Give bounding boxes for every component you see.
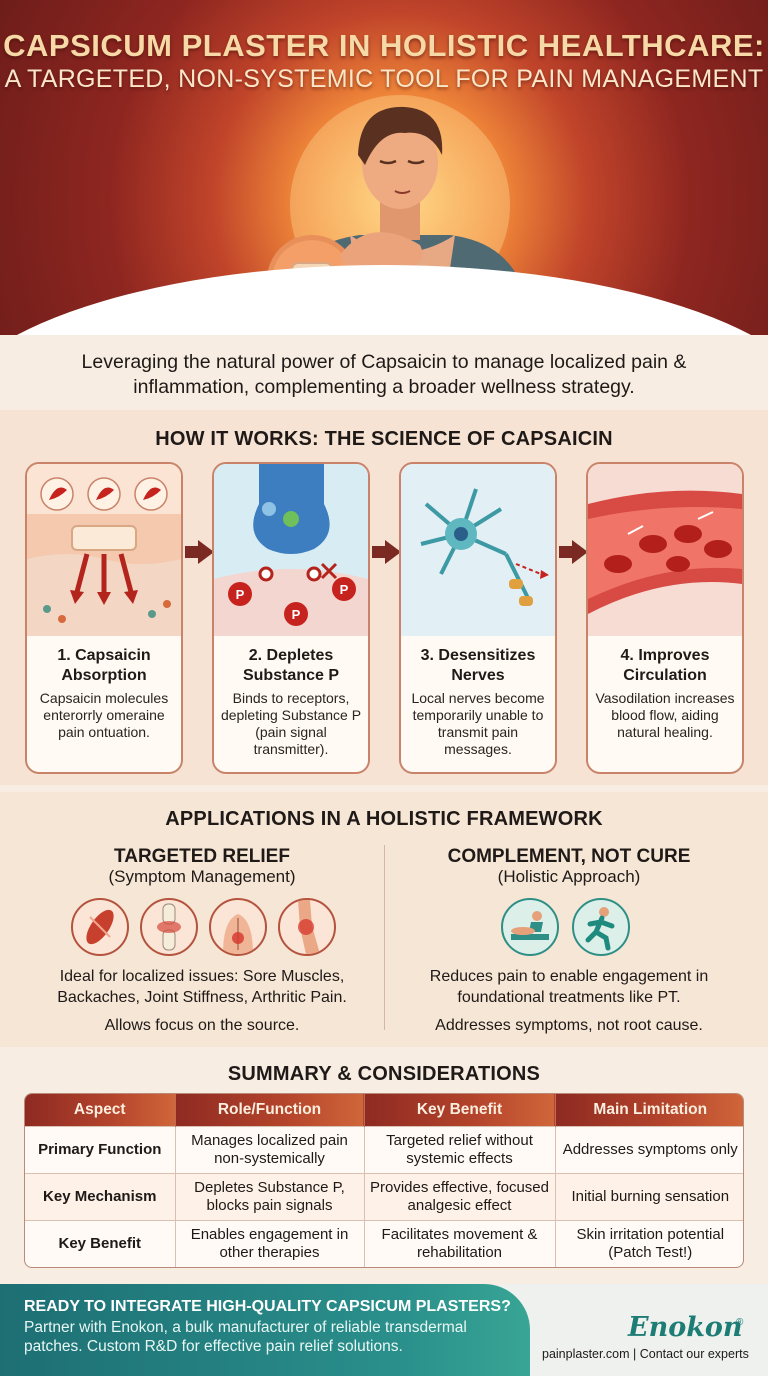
step-text: Capsaicin molecules enterorrly omeraine … [39, 690, 169, 740]
cta-title: READY TO INTEGRATE HIGH-QUALITY CAPSICUM… [24, 1298, 511, 1315]
step-card-desensitize: 3. Desensitizes Nerves Local nerves beco… [399, 462, 557, 774]
page-title: CAPSICUM PLASTER IN HOLISTIC HEALTHCARE: [3, 28, 765, 63]
contact-link[interactable]: painplaster.com | Contact our experts [542, 1347, 749, 1361]
targeted-relief-title: TARGETED RELIEF [114, 846, 290, 867]
brand-registered-mark: ® [736, 1317, 744, 1328]
intro-text: Leveraging the natural power of Capsaici… [81, 351, 687, 398]
table-cell: Primary Function [25, 1125, 176, 1173]
complement-text: Reduces pain to enable engagement in fou… [429, 968, 709, 1006]
hero-curve [0, 265, 768, 335]
table-header: Key Benefit [364, 1094, 556, 1126]
complement-title: COMPLEMENT, NOT CURE [447, 846, 691, 867]
page-subtitle: A TARGETED, NON-SYSTEMIC TOOL FOR PAIN M… [4, 65, 764, 93]
neuron-icon [401, 464, 555, 636]
footer-cta-panel [0, 1284, 530, 1376]
skin-patch-chili-icon [27, 464, 181, 636]
knee-joint-icon [140, 898, 198, 956]
step-text: Vasodilation increases blood flow, aidin… [595, 690, 735, 740]
flow-arrow-head [198, 540, 214, 564]
summary-title: SUMMARY & CONSIDERATIONS [227, 1063, 541, 1085]
table-cell: Addresses symptoms only [555, 1125, 743, 1173]
table-cell: Depletes Substance P, blocks pain signal… [175, 1172, 365, 1220]
table-row: Key Mechanism Depletes Substance P, bloc… [25, 1172, 743, 1220]
applications-title: APPLICATIONS IN A HOLISTIC FRAMEWORK [165, 808, 603, 830]
flow-arrow-head [385, 540, 401, 564]
table-cell: Key Mechanism [25, 1172, 176, 1220]
back-pain-icon [209, 898, 267, 956]
flow-arrow-head [572, 540, 588, 564]
substance-p-label: P [340, 582, 349, 597]
physical-therapy-icon [501, 898, 559, 956]
table-header: Role/Function [175, 1094, 365, 1126]
synapse-icon: P P P [214, 464, 368, 636]
table-cell: Facilitates movement & rehabilitation [364, 1219, 556, 1267]
table-cell: Skin irritation potential (Patch Test!) [555, 1219, 743, 1267]
targeted-relief-text: Ideal for localized issues: Sore Muscles… [57, 968, 347, 1006]
substance-p-label: P [292, 607, 301, 622]
column-divider [384, 845, 385, 1030]
step-text: Binds to receptors, depleting Substance … [220, 690, 362, 757]
step-text: Local nerves become temporarily unable t… [411, 690, 545, 757]
step-card-substance-p: P P P 2. Depletes Substance P Binds to r… [212, 462, 370, 774]
complement-note: Addresses symptoms, not root cause. [435, 1017, 703, 1034]
footer-brand-panel [500, 1284, 768, 1376]
step-title: 3. Desensitizes Nerves [420, 647, 536, 684]
targeted-relief-note: Allows focus on the source. [104, 1017, 300, 1034]
flow-arrow [185, 546, 199, 558]
hero-banner [0, 0, 768, 335]
complement-subtitle: (Holistic Approach) [497, 867, 641, 886]
running-person-icon [572, 898, 630, 956]
step-title: 1. Capsaicin Absorption [57, 647, 151, 684]
step-card-circulation: 4. Improves Circulation Vasodilation inc… [586, 462, 744, 774]
table-row: Key Benefit Enables engagement in other … [25, 1219, 743, 1267]
table-cell: Provides effective, focused analgesic ef… [364, 1172, 556, 1220]
table-cell: Targeted relief without systemic effects [364, 1125, 556, 1173]
flow-arrow [372, 546, 386, 558]
table-header: Aspect [25, 1094, 176, 1126]
table-header: Main Limitation [555, 1094, 743, 1126]
how-it-works-title: HOW IT WORKS: THE SCIENCE OF CAPSAICIN [155, 428, 613, 450]
substance-p-label: P [236, 587, 245, 602]
table-cell: Manages localized pain non-systemically [175, 1125, 365, 1173]
muscle-icon [71, 898, 129, 956]
step-card-absorption: 1. Capsaicin Absorption Capsaicin molecu… [25, 462, 183, 774]
cta-text: Partner with Enokon, a bulk manufacturer… [24, 1319, 467, 1355]
table-cell: Enables engagement in other therapies [175, 1219, 365, 1267]
table-header-row: Aspect Role/Function Key Benefit Main Li… [25, 1094, 743, 1126]
table-cell: Initial burning sensation [555, 1172, 743, 1220]
flow-arrow [559, 546, 573, 558]
brand-logo: Enokon [628, 1312, 743, 1343]
summary-table: Aspect Role/Function Key Benefit Main Li… [24, 1093, 744, 1268]
targeted-relief-subtitle: (Symptom Management) [108, 867, 296, 886]
blood-vessel-icon [588, 464, 742, 636]
table-cell: Key Benefit [25, 1219, 176, 1267]
arthritic-knee-icon [278, 898, 336, 956]
table-row: Primary Function Manages localized pain … [25, 1125, 743, 1173]
step-title: 4. Improves Circulation [620, 647, 710, 684]
step-title: 2. Depletes Substance P [242, 647, 340, 684]
